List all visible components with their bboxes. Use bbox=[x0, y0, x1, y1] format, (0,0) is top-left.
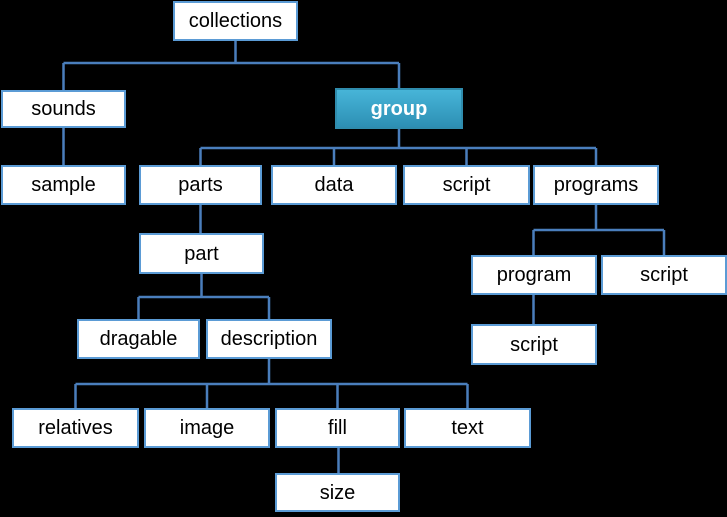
edge-group-children bbox=[199, 129, 598, 165]
node-script-under-programs[interactable]: script bbox=[601, 255, 727, 295]
node-programs[interactable]: programs bbox=[533, 165, 659, 205]
node-fill[interactable]: fill bbox=[275, 408, 400, 448]
edge-collections-children bbox=[62, 41, 401, 90]
node-sample[interactable]: sample bbox=[1, 165, 126, 205]
edge-part-children bbox=[137, 274, 271, 319]
node-collections[interactable]: collections bbox=[173, 1, 298, 41]
edge-programs-children bbox=[532, 205, 666, 255]
node-part[interactable]: part bbox=[139, 233, 264, 274]
node-text[interactable]: text bbox=[404, 408, 531, 448]
node-sounds[interactable]: sounds bbox=[1, 90, 126, 128]
node-relatives[interactable]: relatives bbox=[12, 408, 139, 448]
node-dragable[interactable]: dragable bbox=[77, 319, 200, 359]
edge-description-children bbox=[74, 359, 469, 408]
node-description[interactable]: description bbox=[206, 319, 332, 359]
node-image[interactable]: image bbox=[144, 408, 270, 448]
node-script-under-program[interactable]: script bbox=[471, 324, 597, 365]
node-size[interactable]: size bbox=[275, 473, 400, 512]
node-data[interactable]: data bbox=[271, 165, 397, 205]
node-parts[interactable]: parts bbox=[139, 165, 262, 205]
node-script-under-group[interactable]: script bbox=[403, 165, 530, 205]
node-group-selected[interactable]: group bbox=[335, 88, 463, 129]
node-program[interactable]: program bbox=[471, 255, 597, 295]
